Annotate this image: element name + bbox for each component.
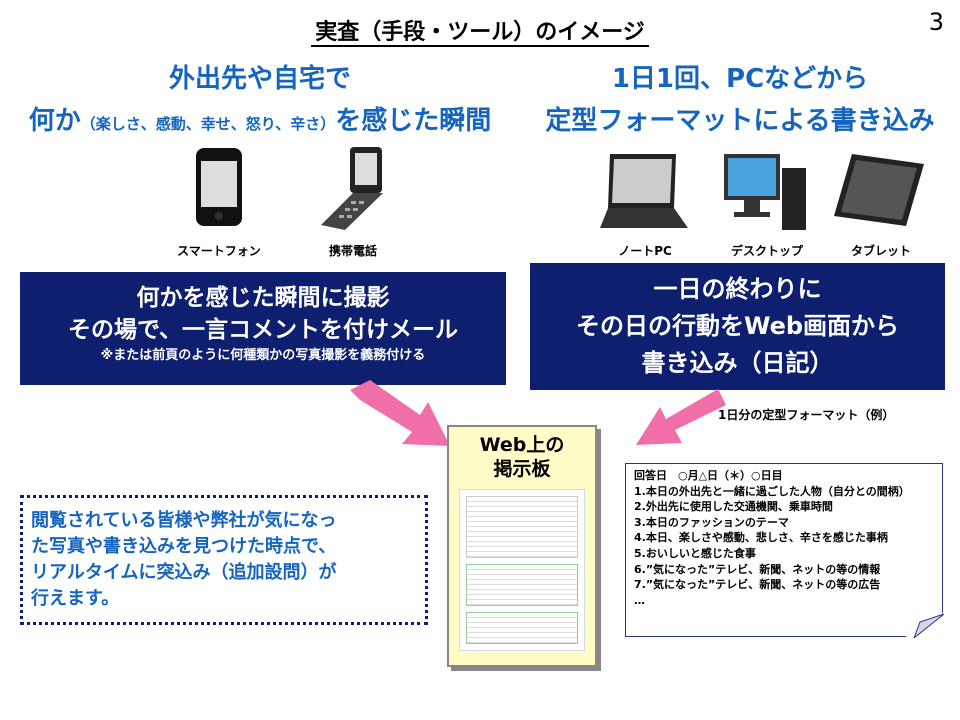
smartphone-icon xyxy=(196,148,242,226)
left-box-line1: 何かを感じた瞬間に撮影 xyxy=(136,285,390,311)
format-example-note: 回答日 ○月△日（＊）○日目 1.本日の外出先と一緒に過ごした人物（自分との間柄… xyxy=(625,463,944,638)
tablet-icon xyxy=(834,154,924,226)
format-line: 5.おいしいと感じた食事 xyxy=(634,546,756,560)
slide-title: 実査（手段・ツール）のイメージ xyxy=(0,14,960,47)
note-line: 閲覧されている皆様や弊社が気になっ xyxy=(31,510,337,531)
format-line: … xyxy=(634,593,645,607)
format-line: 4.本日、楽しさや感動、悲しさ、辛さを感じた事柄 xyxy=(634,531,888,545)
arrow-right-to-board xyxy=(636,389,726,445)
board-screenshot xyxy=(459,489,585,651)
device-label-feature-phone: 携帯電話 xyxy=(328,244,377,258)
right-box-line2: その日の行動をWeb画面から xyxy=(575,312,900,340)
device-label-tablet: タブレット xyxy=(850,244,911,258)
left-box-line2: その場で、一言コメントを付けメール xyxy=(67,317,459,343)
arrow-left-to-board xyxy=(350,380,450,446)
device-label-smartphone: スマートフォン xyxy=(177,244,261,258)
left-heading-line1: 外出先や自宅で xyxy=(168,64,351,94)
device-label-desktop: デスクトップ xyxy=(730,244,803,258)
format-line: 6.”気になった”テレビ、新聞、ネットの等の情報 xyxy=(634,562,881,576)
left-heading-line2: 何か（楽しさ、感動、幸せ、怒り、辛さ）を感じた瞬間 xyxy=(0,100,520,145)
note-line: た写真や書き込みを見つけた時点で、 xyxy=(31,536,337,557)
flip-phone-icon xyxy=(321,147,383,230)
right-action-box: 一日の終わりに その日の行動をWeb画面から 書き込み（日記） xyxy=(530,263,945,390)
desktop-icon xyxy=(724,154,806,230)
note-line: リアルタイムに突込み（追加設問）が xyxy=(31,562,337,583)
format-caption: 1日分の定型フォーマット（例） xyxy=(718,408,895,422)
format-line: 2.外出先に使用した交通機関、乗車時間 xyxy=(634,500,833,514)
format-line: 1.本日の外出先と一緒に過ごした人物（自分との間柄） xyxy=(634,484,910,498)
right-heading-line2: 定型フォーマットによる書き込み xyxy=(545,106,935,136)
page-curl-icon xyxy=(904,612,944,638)
left-heading: 外出先や自宅で 何か（楽しさ、感動、幸せ、怒り、辛さ）を感じた瞬間 xyxy=(0,58,520,145)
board-title-line2: 掲示板 xyxy=(493,458,551,480)
format-line: 3.本日のファッションのテーマ xyxy=(634,515,789,529)
right-heading-line1: 1日1回、PCなどから xyxy=(611,64,869,94)
board-title-line1: Web上の xyxy=(479,434,565,456)
realtime-note: 閲覧されている皆様や弊社が気になっ た写真や書き込みを見つけた時点で、 リアルタ… xyxy=(20,495,428,625)
left-box-note: ※または前頁のように何種類かの写真撮影を義務付ける xyxy=(100,348,426,363)
web-board: Web上の 掲示板 xyxy=(447,425,597,667)
right-box-line3: 書き込み（日記） xyxy=(641,349,834,377)
left-action-box: 何かを感じた瞬間に撮影 その場で、一言コメントを付けメール ※または前頁のように… xyxy=(20,272,506,385)
right-box-line1: 一日の終わりに xyxy=(653,275,822,303)
device-label-laptop: ノートPC xyxy=(618,244,672,258)
h2-small: （楽しさ、感動、幸せ、怒り、辛さ） xyxy=(80,115,336,133)
laptop-icon xyxy=(600,154,688,228)
note-line: 行えます。 xyxy=(31,588,120,609)
h2b: を感じた瞬間 xyxy=(335,106,492,136)
right-heading: 1日1回、PCなどから 定型フォーマットによる書き込み xyxy=(520,58,960,142)
format-line: 回答日 ○月△日（＊）○日目 xyxy=(634,469,783,482)
format-line: 7.”気になった”テレビ、新聞、ネットの等の広告 xyxy=(634,578,881,592)
h2a: 何か xyxy=(28,106,81,136)
page-number: 3 xyxy=(928,8,944,36)
